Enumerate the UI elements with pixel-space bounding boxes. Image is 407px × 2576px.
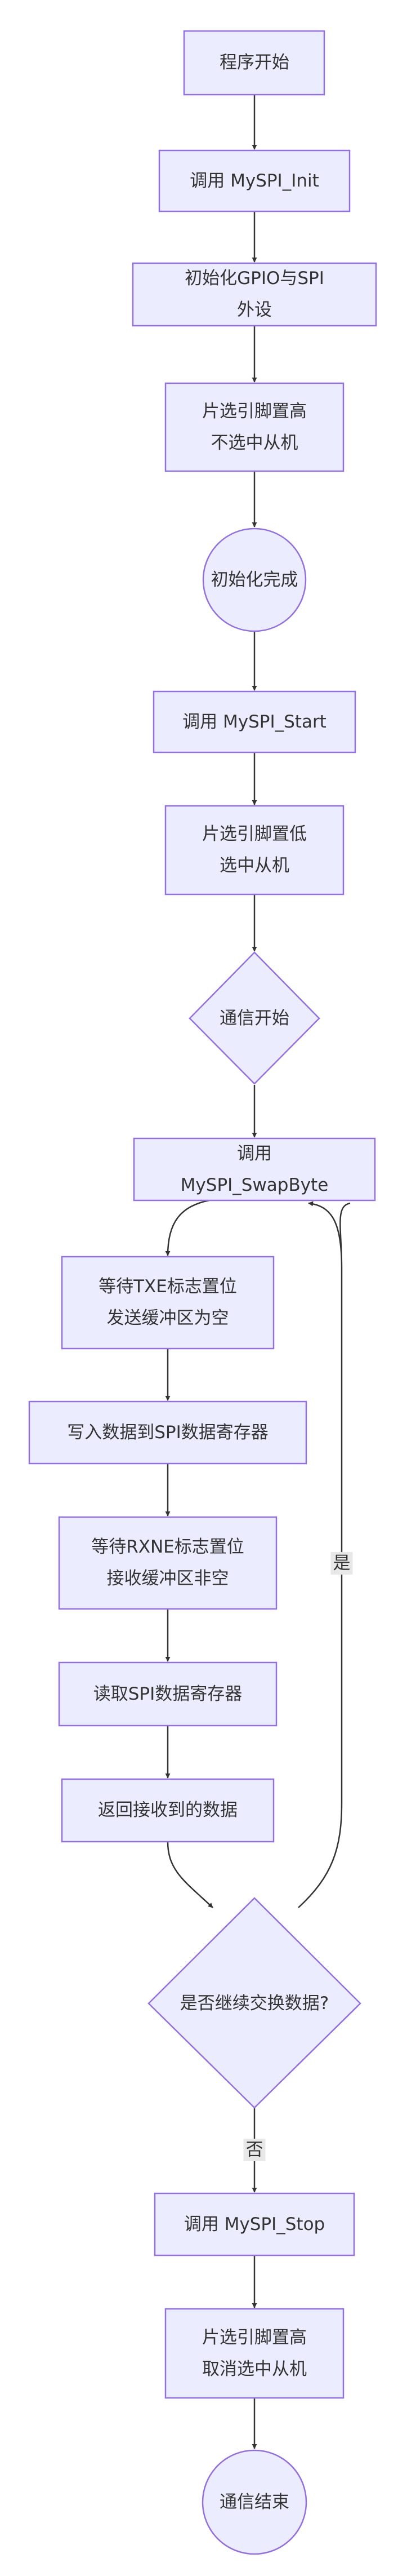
node-init-gpio-label: 初始化GPIO与SPI外设 [185,268,324,320]
node-call-stop-label: 调用 MySPI_Stop [184,2214,325,2234]
node-call-init-box [158,149,351,212]
node-init-gpio-box [132,262,377,327]
node-cs-high-cancel-label: 片选引脚置高 取消选中从机 [202,2327,307,2379]
node-read-dr-box [58,1661,278,1727]
node-read-dr-label: 读取SPI数据寄存器 [93,1684,243,1704]
node-continue-label: 是否继续交换数据? [180,1993,329,2014]
node-cs-high-cancel-box [164,2308,345,2399]
edge-label-yes: 是 [330,1552,353,1575]
node-init-done-label: 初始化完成 [211,570,298,590]
node-start-box [183,30,325,96]
edge-decision-yes-loop [298,1203,351,1908]
edge-swap-to-txe [165,1199,210,1256]
node-cs-low-label: 片选引脚置低 选中从机 [202,824,307,876]
node-continue-diamond [147,1897,361,2109]
node-call-stop-box [154,2192,355,2256]
node-return-data-box [61,1778,275,1843]
edge-return-to-decision [167,1841,213,1908]
node-init-done-circle [202,527,307,632]
node-call-start-label: 调用 MySPI_Start [182,712,327,732]
node-call-swap-label: 调用 MySPI_SwapByte [180,1143,329,1195]
nodes [28,30,377,2555]
node-comm-start-label: 通信开始 [220,1008,289,1028]
node-wait-rxne-box [58,1516,278,1610]
edge-label-no: 否 [243,2139,266,2161]
node-start-label: 程序开始 [220,52,289,73]
node-call-start-box [153,690,356,753]
node-wait-txe-label: 等待TXE标志置位 发送缓冲区为空 [99,1276,237,1328]
node-cs-low-box [164,805,345,895]
node-comm-end-label: 通信结束 [220,2492,289,2512]
node-cs-high-box [164,382,345,472]
node-wait-rxne-label: 等待RXNE标志置位 接收缓冲区非空 [91,1537,244,1589]
node-comm-end-circle [202,2449,307,2555]
node-write-dr-label: 写入数据到SPI数据寄存器 [67,1422,269,1443]
node-wait-txe-box [61,1256,275,1350]
node-write-dr-box [28,1400,307,1465]
node-call-init-label: 调用 MySPI_Init [190,171,319,191]
node-call-swap-box [133,1137,376,1201]
node-cs-high-label: 片选引脚置高 不选中从机 [202,401,307,453]
node-return-data-label: 返回接收到的数据 [98,1800,238,1820]
node-comm-start-diamond [189,951,320,1085]
